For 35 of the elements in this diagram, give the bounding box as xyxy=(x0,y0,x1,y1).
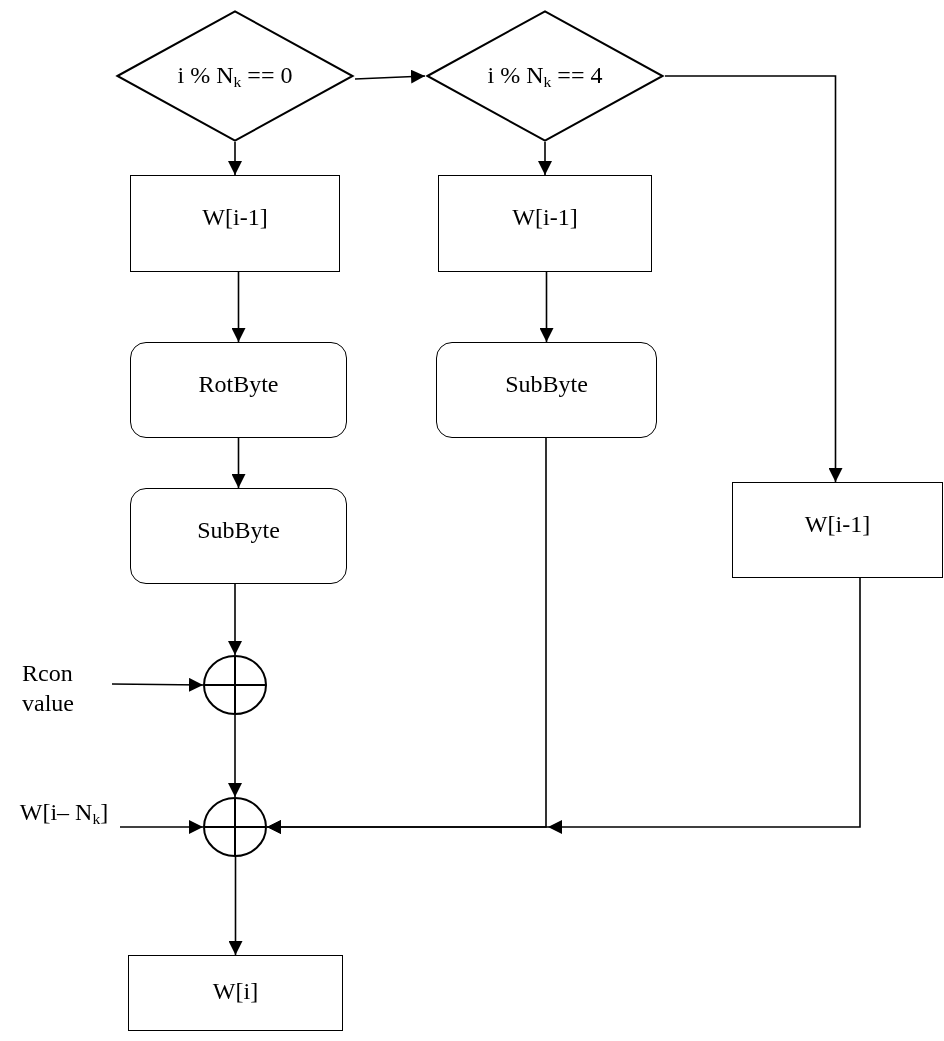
xor-symbol xyxy=(203,655,267,715)
arrow xyxy=(266,577,861,834)
node-label: SubByte xyxy=(197,517,280,544)
node-label: RotByte xyxy=(198,371,279,398)
arrow xyxy=(111,677,204,692)
arrow xyxy=(228,856,243,956)
rounded-process-box xyxy=(436,342,657,438)
arrow xyxy=(119,820,204,834)
input-label: Rcon value xyxy=(22,659,75,718)
node-label: W[i-1] xyxy=(202,204,268,231)
rounded-process-box xyxy=(130,488,347,584)
arrow xyxy=(228,714,242,798)
arrow xyxy=(228,583,242,656)
process-box xyxy=(438,175,652,272)
arrow xyxy=(538,141,552,176)
node-label: W[i-1] xyxy=(512,204,578,231)
input-label: W[i– N$_{k}$] xyxy=(19,798,109,829)
arrow xyxy=(228,141,242,176)
node-label: W[i-1] xyxy=(804,511,871,538)
arrow xyxy=(354,69,426,84)
node-label: i % N$_{k}$ == 0 xyxy=(177,61,293,91)
process-box xyxy=(732,482,943,578)
decision-diamond xyxy=(115,10,355,142)
arrow xyxy=(231,271,246,343)
arrow xyxy=(231,437,246,489)
process-box xyxy=(128,955,343,1031)
arrow xyxy=(664,75,843,483)
process-box xyxy=(130,175,340,272)
xor-symbol xyxy=(203,797,267,857)
node-label: i % N$_{k}$ == 4 xyxy=(487,61,603,91)
decision-diamond xyxy=(425,10,665,142)
node-label: W[i] xyxy=(212,978,259,1005)
rounded-process-box xyxy=(130,342,347,438)
node-label: SubByte xyxy=(505,371,588,398)
arrow xyxy=(539,271,554,343)
